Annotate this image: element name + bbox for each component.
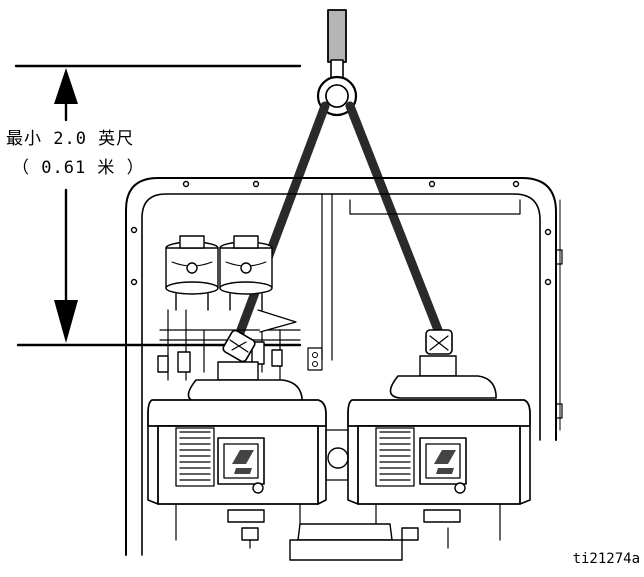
figure-id: ti21274a — [572, 551, 640, 567]
sling-hook-right — [426, 330, 452, 354]
frame-side-bracket-2 — [556, 404, 562, 418]
frame-inner — [142, 194, 540, 555]
dimension-marker — [16, 66, 300, 345]
hoist-cable — [328, 10, 346, 62]
graco-logo-icon — [434, 450, 456, 474]
frame-outer — [126, 178, 556, 555]
down-arrow-icon — [54, 300, 78, 343]
frame-bolts — [132, 182, 551, 285]
up-arrow-icon — [54, 68, 78, 104]
inner-bracket — [350, 200, 520, 214]
sling-strap-right — [350, 106, 438, 330]
pump-housing-top — [148, 400, 326, 426]
dimension-label-metric: （ 0.61 米 ） — [12, 153, 145, 178]
sling-hook-left — [222, 329, 257, 363]
tank-left — [166, 236, 218, 310]
dimension-label-imperial: 最小 2.0 英尺 — [6, 124, 135, 149]
pump-module-right — [348, 356, 530, 540]
graco-logo-icon — [232, 450, 254, 474]
tank-right — [220, 236, 272, 310]
vent-grille — [376, 428, 414, 486]
pump-fitting — [328, 448, 348, 468]
cart-base — [126, 524, 640, 560]
frame-side-bracket — [556, 250, 562, 264]
sling-strap-left — [238, 106, 325, 338]
junction-box — [308, 348, 322, 370]
hoist-assembly — [238, 10, 438, 338]
center-column — [322, 194, 332, 360]
pump-module-left — [148, 362, 348, 540]
supply-tanks — [158, 236, 300, 380]
cart-frame — [126, 178, 562, 555]
vent-grille — [176, 428, 214, 486]
lifting-ring-front — [326, 85, 348, 107]
